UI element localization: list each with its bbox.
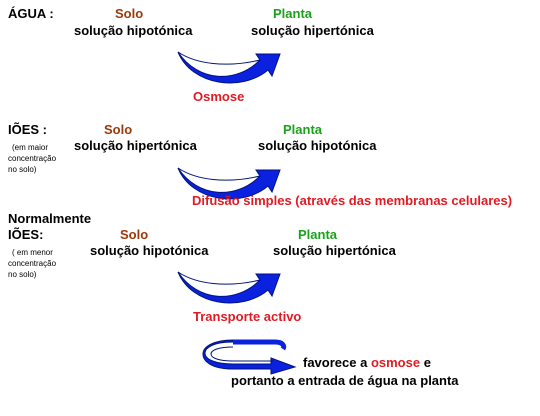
ions2-heading: IÕES: — [8, 227, 44, 242]
ions1-soil-label: Solo — [104, 122, 133, 137]
ions2-pre-heading: Normalmente — [8, 211, 92, 226]
loop-arrow-icon — [202, 339, 297, 375]
ions2-note-line: ( em menor — [12, 248, 53, 257]
ions1-process: Difusão simples (através das membranas c… — [192, 193, 513, 208]
ions1-note-line: concentração — [8, 154, 57, 163]
conclusion-line1-suffix: e — [420, 355, 431, 370]
ions1-plant-label: Planta — [283, 122, 323, 137]
ions1-heading: IÕES : — [8, 122, 48, 137]
ions2-plant-state: solução hipertónica — [273, 243, 396, 258]
ions2-plant-label: Planta — [298, 227, 338, 242]
conclusion-keyword: osmose — [370, 355, 421, 370]
conclusion-line1: favorece a osmose e — [303, 355, 431, 370]
water-plant-label: Planta — [273, 6, 313, 21]
ions2-note-line: concentração — [8, 259, 57, 268]
water-heading: ÁGUA : — [8, 6, 54, 21]
conclusion-line1-prefix: favorece a — [303, 355, 371, 370]
conclusion-line2: portanto a entrada de água na planta — [231, 373, 459, 388]
curved-arrow-icon — [177, 51, 281, 84]
curved-arrow-icon — [177, 167, 281, 200]
ions2-soil-label: Solo — [120, 227, 149, 242]
water-process: Osmose — [193, 89, 245, 104]
water-plant-state: solução hipertónica — [251, 23, 374, 38]
water-soil-state: solução hipotónica — [74, 23, 193, 38]
ions1-note-line: (em maior — [12, 143, 49, 152]
ions1-plant-state: solução hipotónica — [258, 138, 377, 153]
ions2-process: Transporte activo — [193, 309, 302, 324]
ions2-soil-state: solução hipotónica — [90, 243, 209, 258]
ions1-note-line: no solo) — [8, 165, 37, 174]
ions2-note-line: no solo) — [8, 270, 37, 279]
ions1-soil-state: solução hipertónica — [74, 138, 197, 153]
curved-arrow-icon — [177, 271, 281, 304]
water-soil-label: Solo — [115, 6, 144, 21]
